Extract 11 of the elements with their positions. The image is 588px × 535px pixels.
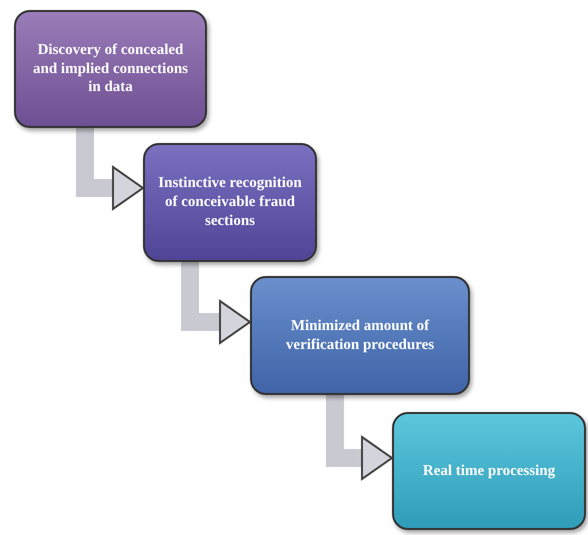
bent-arrow [326, 395, 393, 480]
step-text: Instinctive recognition of conceivable fraud sections [157, 174, 303, 231]
step-text: Minimized amount of verification procedures [284, 316, 436, 354]
step-text: Real time processing [422, 462, 556, 480]
process-box [392, 412, 586, 530]
bent-arrow [181, 262, 251, 344]
process-box [14, 10, 207, 128]
step-text: Discovery of concealed and implied connections in data [32, 40, 190, 98]
process-box [143, 143, 317, 262]
process-box [250, 276, 470, 395]
bent-arrow [76, 128, 144, 210]
